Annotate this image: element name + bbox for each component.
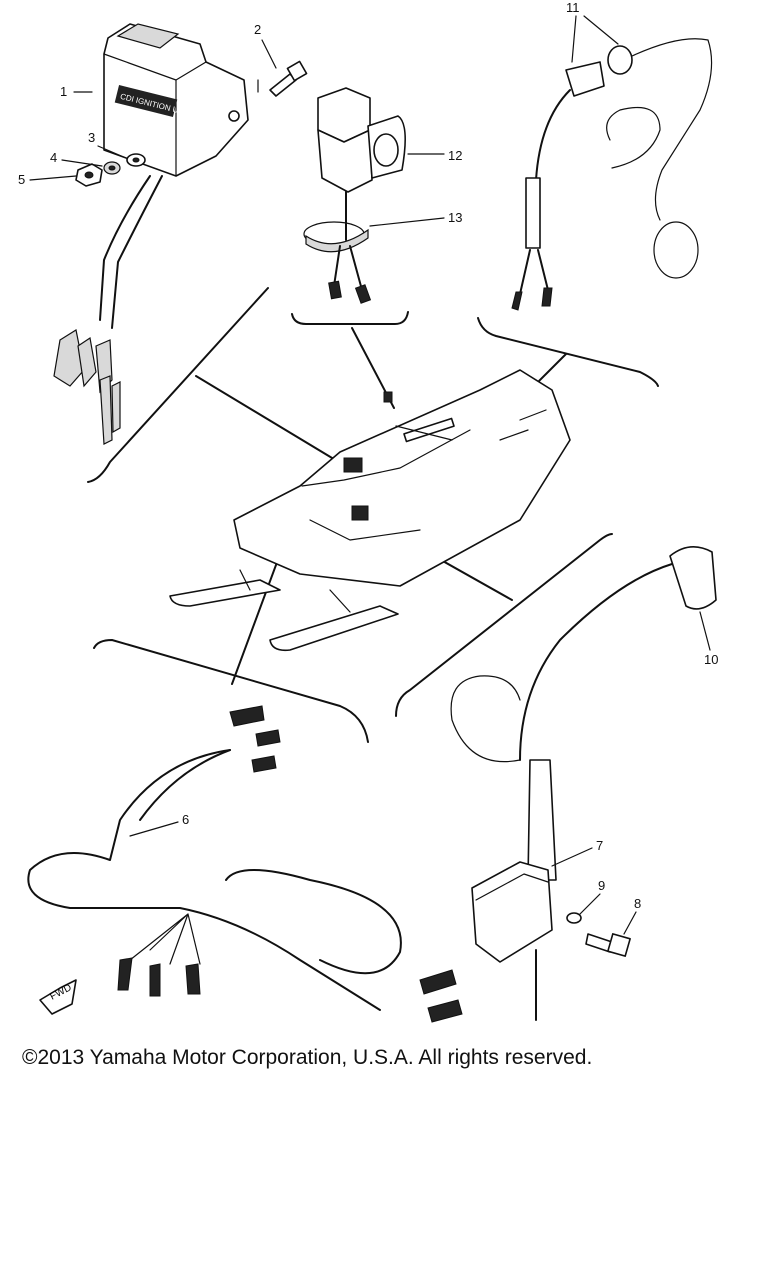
callout-8: 8	[634, 896, 641, 911]
callout-4: 4	[50, 150, 57, 165]
callout-1: 1	[60, 84, 67, 99]
bolt-8	[585, 933, 631, 957]
cdi-unit: CDI IGNITION UNIT	[53, 23, 249, 445]
callout-6: 6	[182, 812, 189, 827]
plug-cap-10	[450, 546, 717, 763]
bracket-top-center	[291, 311, 409, 325]
sensor-cable-11	[511, 38, 713, 311]
bracket-bottom-right	[395, 533, 613, 717]
exploded-parts-diagram: CDI IGNITION UNIT	[18, 0, 718, 1023]
bracket-bottom-left	[93, 639, 369, 743]
nut-5	[75, 163, 103, 187]
washer-3	[126, 153, 146, 167]
callout-12: 12	[448, 148, 462, 163]
callout-2: 2	[254, 22, 261, 37]
snowmobile	[169, 369, 571, 652]
callout-3: 3	[88, 130, 95, 145]
bolt-2	[257, 60, 308, 97]
wire-harness-6	[27, 705, 463, 1023]
leader-cdi	[195, 375, 353, 471]
ignition-coil-7	[471, 759, 557, 1021]
washer-4	[103, 161, 121, 175]
callout-labels: 1 2 3 4 5 6 7 8 9 10 11 12 13	[18, 0, 718, 935]
callout-10: 10	[704, 652, 718, 667]
bracket-top-left	[87, 287, 269, 483]
washer-9	[566, 912, 582, 924]
clamp-13	[303, 221, 372, 304]
callout-5: 5	[18, 172, 25, 187]
bracket-top-right	[477, 317, 659, 387]
callout-11: 11	[566, 0, 580, 15]
copyright-notice: ©2013 Yamaha Motor Corporation, U.S.A. A…	[22, 1046, 593, 1069]
switch-assembly-12	[317, 87, 406, 241]
callout-9: 9	[598, 878, 605, 893]
fwd-arrow: FWD	[39, 979, 77, 1015]
callout-13: 13	[448, 210, 462, 225]
callout-7: 7	[596, 838, 603, 853]
